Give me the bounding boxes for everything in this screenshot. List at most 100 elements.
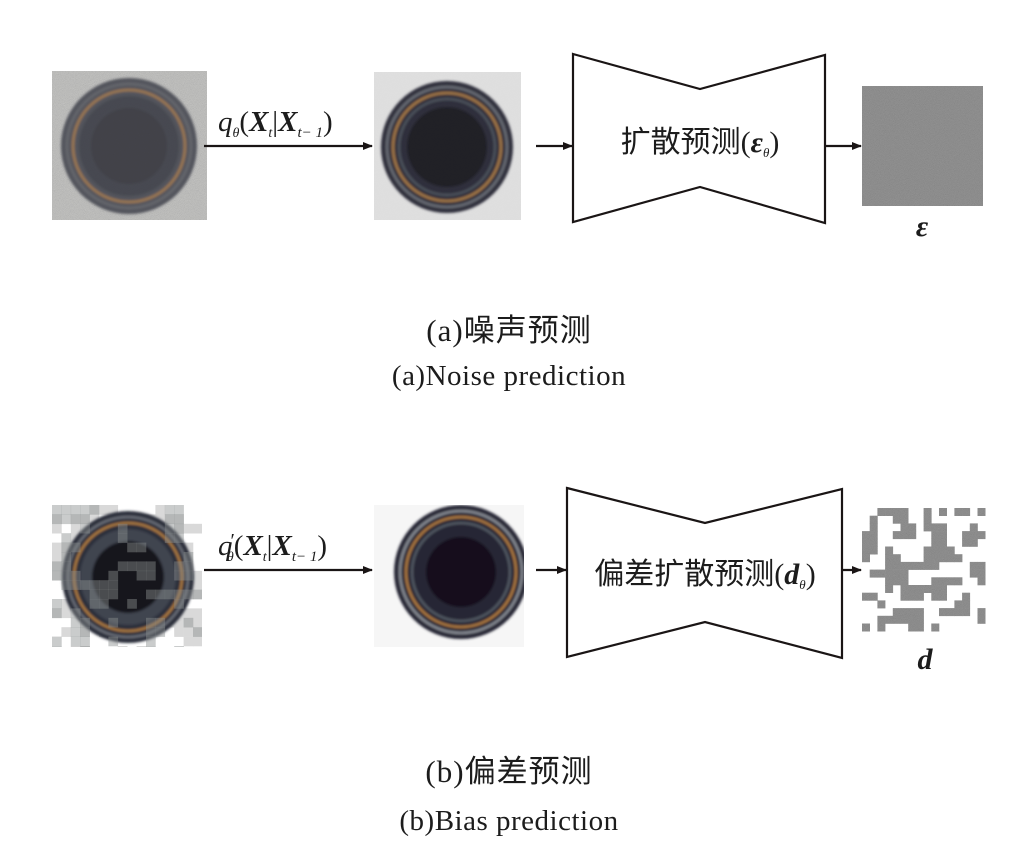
mask-block — [127, 542, 137, 553]
mask-block — [892, 515, 901, 524]
mask-block — [885, 546, 894, 555]
mask-block — [962, 508, 971, 516]
mask-block — [931, 592, 940, 601]
mask-block — [155, 617, 166, 628]
mask-block — [969, 561, 978, 570]
caption-b-zh-text: 偏差预测 — [464, 754, 593, 789]
mask-block — [931, 585, 940, 593]
mask-block — [969, 531, 978, 540]
mask-block — [877, 508, 886, 516]
mask-block — [915, 592, 924, 601]
mask-block — [146, 627, 156, 637]
mask-block — [923, 523, 932, 532]
clean-coin-image — [374, 505, 524, 647]
mask-block — [52, 570, 62, 581]
mask-block — [931, 561, 940, 570]
masked-coin-image — [52, 505, 202, 647]
mask-block — [61, 542, 72, 553]
mask-block — [146, 589, 156, 600]
mask-block — [89, 505, 100, 515]
mask-block — [70, 570, 81, 581]
mask-block — [52, 636, 62, 647]
mask-block — [183, 617, 194, 628]
mask-block — [193, 570, 202, 581]
mask-block — [108, 636, 119, 647]
mask-block — [969, 523, 978, 532]
mask-block — [52, 514, 62, 525]
mask-block — [61, 561, 72, 572]
caption-b-en-prefix: (b) — [399, 805, 435, 837]
mask-block — [52, 646, 62, 647]
mask-block — [877, 569, 886, 578]
mask-block — [183, 589, 194, 600]
mask-block — [136, 646, 147, 647]
mask-block — [954, 608, 963, 617]
mask-block — [977, 531, 986, 540]
mask-block — [70, 523, 81, 534]
mask-block — [61, 580, 72, 590]
mask-block — [70, 627, 81, 637]
mask-block — [174, 570, 184, 581]
mask-block — [80, 523, 90, 534]
mask-block — [164, 523, 175, 534]
mask-block — [108, 617, 119, 628]
mask-block — [954, 554, 963, 563]
mask-block — [869, 592, 878, 601]
mask-block — [127, 561, 137, 572]
mask-block — [174, 523, 184, 534]
mask-block — [900, 608, 909, 617]
mask-block — [155, 505, 166, 515]
mask-block — [155, 589, 166, 600]
mask-block — [862, 554, 870, 563]
caption-a-zh-prefix: (a) — [426, 313, 464, 348]
mask-block — [892, 615, 901, 624]
mask-block — [89, 599, 100, 609]
mask-block — [193, 523, 202, 534]
mask-block — [164, 533, 175, 543]
mask-block — [946, 554, 955, 563]
mask-block — [908, 561, 917, 570]
mask-block — [80, 505, 90, 515]
mask-block — [193, 627, 202, 637]
mask-block — [923, 554, 932, 563]
mask-block — [885, 569, 894, 578]
mask-block — [885, 508, 894, 516]
mask-block — [108, 580, 119, 590]
mask-block — [923, 508, 932, 516]
mask-block — [70, 542, 81, 553]
mask-block — [977, 561, 986, 570]
mask-block — [80, 636, 90, 647]
mask-block — [877, 623, 886, 632]
mask-block — [80, 646, 90, 647]
mask-block — [923, 515, 932, 524]
mask-block — [174, 646, 184, 647]
mask-block — [939, 538, 947, 547]
caption-a-zh-text: 噪声预测 — [463, 313, 592, 348]
caption-a-en: (a)Noise prediction — [0, 360, 1018, 393]
mask-block — [862, 546, 870, 555]
mask-block — [89, 505, 100, 515]
mask-block — [977, 577, 986, 586]
mask-block — [862, 623, 870, 632]
mask-block — [877, 600, 886, 609]
mask-block — [862, 531, 870, 540]
diffusion-network-a — [571, 52, 827, 225]
mask-block — [155, 627, 166, 637]
mask-block — [885, 615, 894, 624]
panel-a: qθ(Xt|Xt− 1) 扩散预测(εθ) ε — [52, 52, 983, 243]
mask-block — [892, 569, 901, 578]
mask-block — [99, 599, 109, 609]
mask-block — [80, 514, 90, 525]
mask-block — [89, 580, 100, 590]
mask-block — [862, 592, 870, 601]
mask-block — [52, 505, 62, 515]
mask-block — [900, 592, 909, 601]
mask-block — [99, 505, 109, 515]
mask-block — [117, 523, 128, 534]
mask-block — [52, 599, 62, 609]
mask-block — [869, 515, 878, 524]
mask-block — [869, 538, 878, 547]
caption-b-en-text: Bias prediction — [434, 805, 619, 837]
mask-block — [885, 577, 894, 586]
